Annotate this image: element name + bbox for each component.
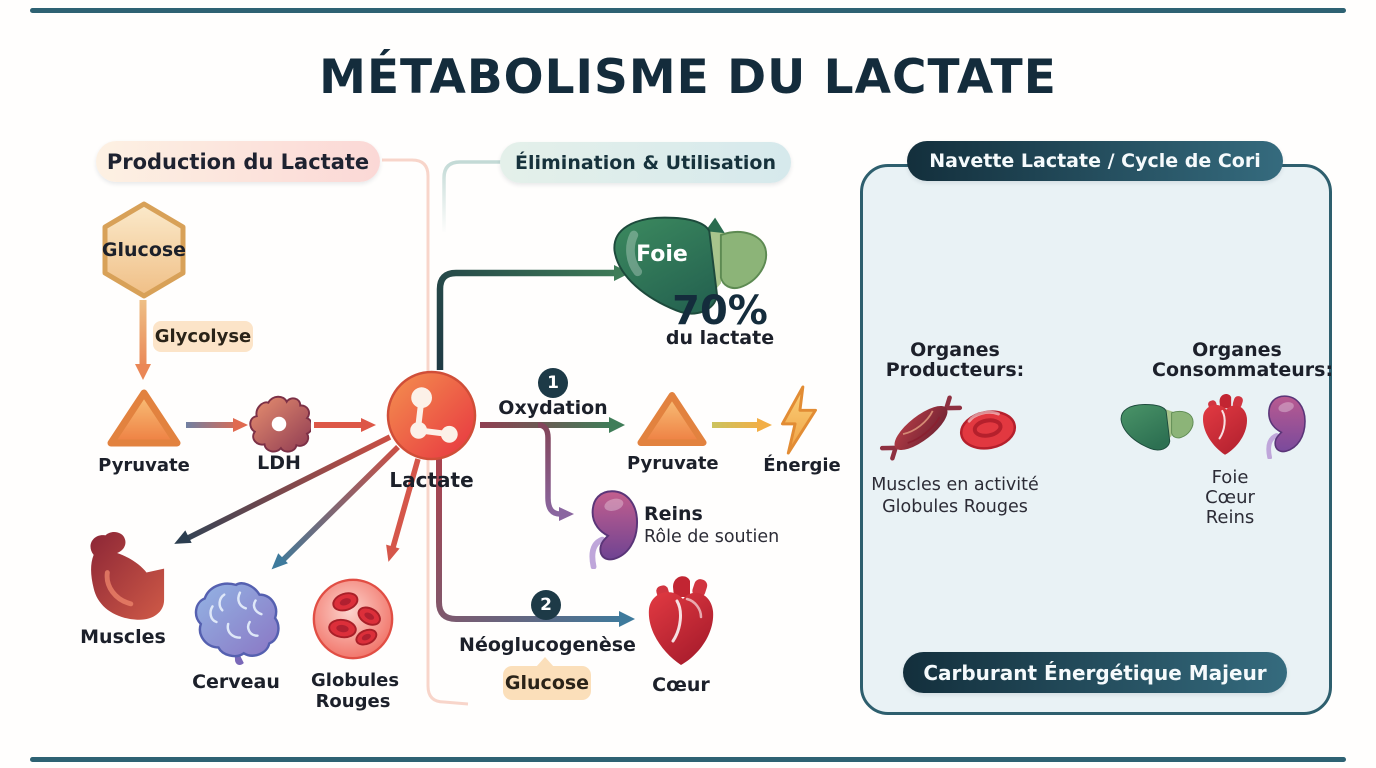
muscles-node [78, 527, 168, 626]
consumers-item-reins: Reins [1205, 507, 1255, 528]
lactate-label: Lactate [389, 468, 474, 492]
pyruvate-label-left: Pyruvate [98, 455, 190, 476]
reins-label: Reins [644, 503, 703, 525]
pyruvate-label-mid: Pyruvate [627, 453, 719, 474]
triangle-icon [107, 389, 181, 447]
producers-title-line2: Producteurs: [885, 359, 1025, 381]
glycolyse-tag: Glycolyse [153, 321, 253, 352]
globules-node [311, 577, 395, 665]
neoglucogenese-label: Néoglucogenèse [459, 634, 636, 656]
bubble-pointer [536, 657, 554, 667]
producers-title: Organes Producteurs: [870, 340, 1040, 380]
muscle-fiber-icon [879, 395, 963, 461]
elimination-header-label: Élimination & Utilisation [515, 151, 776, 174]
ldh-enzyme [247, 393, 314, 457]
arrow-branch-to-reins [537, 422, 562, 517]
glucose-label: Glucose [101, 239, 187, 261]
kidney-icon [589, 490, 639, 570]
liver-small-node [1116, 399, 1196, 459]
hexagon-icon [102, 201, 186, 299]
lactate-molecule-icon [386, 370, 477, 461]
cerveau-label: Cerveau [192, 671, 280, 693]
lightning-bolt-icon [780, 385, 817, 455]
production-header-pill: Production du Lactate [96, 141, 380, 182]
muscle-fiber-node [878, 386, 964, 474]
brain-icon [194, 582, 280, 665]
lactate-node [385, 369, 478, 466]
cori-footer-label: Carburant Énergétique Majeur [923, 660, 1267, 685]
producers-caption-line1: Muscles en activité [871, 475, 1039, 495]
glycolyse-label: Glycolyse [154, 326, 252, 347]
glucose-bubble: Glucose [503, 657, 591, 700]
consumers-title-line2: Consommateurs: [1152, 359, 1334, 381]
cori-footer-pill: Carburant Énergétique Majeur [903, 652, 1287, 693]
red-blood-cells-icon [312, 578, 394, 660]
liver-icon [1120, 404, 1194, 451]
enzyme-blob-icon [249, 395, 314, 453]
liver-icon [613, 216, 768, 315]
foie-percent: 70% [672, 288, 768, 334]
glucose-bubble-label: Glucose [504, 672, 590, 694]
energie-label: Énergie [763, 455, 841, 476]
arrow-lactate-to-foie [436, 269, 614, 370]
coeur-node [643, 571, 719, 673]
step1-badge: 1 [538, 368, 568, 398]
globules-label-line1: Globules [311, 670, 400, 691]
reins-caption: Rôle de soutien [644, 527, 780, 547]
cori-header-pill: Navette Lactate / Cycle de Cori [907, 141, 1283, 181]
producers-caption: Muscles en activité Globules Rouges [860, 474, 1050, 518]
kidney-icon [1266, 395, 1306, 460]
elimination-header-pill: Élimination & Utilisation [500, 142, 791, 183]
consumers-caption: Foie Cœur Reins [1180, 468, 1280, 528]
foie-percent-caption: du lactate [665, 327, 775, 349]
reins-node [581, 487, 639, 573]
bicep-icon [90, 531, 165, 620]
heart-icon [648, 576, 714, 665]
consumers-item-coeur: Cœur [1205, 487, 1255, 508]
globules-label: Globules Rouges [311, 670, 399, 712]
pyruvate-node-left [107, 387, 181, 453]
red-blood-cell-icon [959, 410, 1017, 450]
bottom-border-bar [30, 757, 1346, 762]
production-header-label: Production du Lactate [106, 149, 370, 174]
glucose-hexagon: Glucose [99, 201, 189, 303]
cerveau-node [189, 579, 283, 669]
producers-title-line1: Organes [910, 339, 1000, 361]
foie-node: Foie [604, 206, 772, 328]
pyruvate-node-mid [637, 389, 707, 453]
triangle-icon [637, 392, 707, 446]
producers-caption-line2: Globules Rouges [882, 497, 1028, 517]
cori-header-label: Navette Lactate / Cycle de Cori [929, 150, 1261, 172]
ldh-label: LDH [257, 452, 301, 474]
globules-label-line2: Rouges [315, 691, 391, 712]
top-border-bar [30, 8, 1346, 13]
foie-label: Foie [636, 242, 688, 267]
heart-icon [1202, 394, 1248, 455]
elimination-connector-line [442, 160, 503, 232]
kidney-small-node [1258, 393, 1308, 463]
oxydation-label: Oxydation [498, 397, 608, 419]
rbc-single-node [957, 401, 1019, 463]
consumers-title: Organes Consommateurs: [1152, 339, 1333, 380]
consumers-item-foie: Foie [1211, 467, 1249, 488]
muscles-label: Muscles [80, 626, 166, 648]
page-title: MÉTABOLISME DU LACTATE [319, 50, 1057, 105]
step2-badge: 2 [531, 590, 561, 620]
energie-node [776, 385, 820, 459]
coeur-label: Cœur [652, 674, 710, 696]
consumers-title-line1: Organes [1192, 339, 1282, 361]
heart-small-node [1199, 390, 1251, 462]
cori-cycle-panel [860, 164, 1332, 715]
